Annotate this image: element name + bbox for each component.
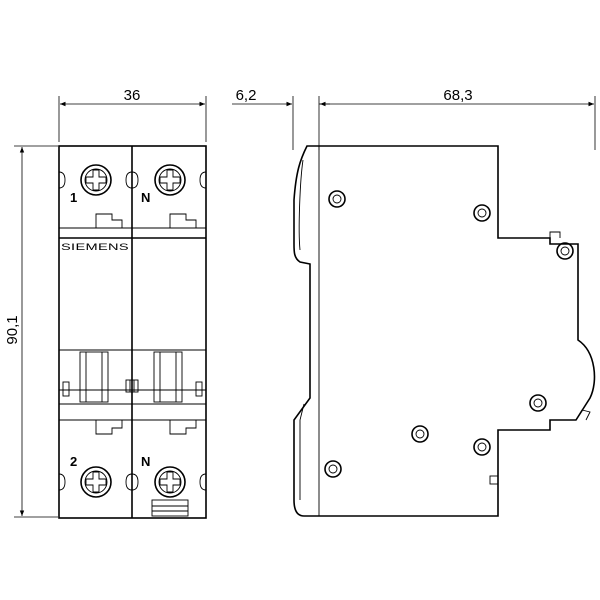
toggle-lever-area — [59, 351, 206, 405]
rivet-5 — [411, 425, 429, 443]
rivet-6 — [473, 438, 491, 456]
dimension-front-width-label: 36 — [124, 87, 141, 104]
dimension-rail-offset-label: 6,2 — [236, 87, 257, 104]
side-small-tab — [489, 475, 499, 485]
front-view: 1 N SIEMENS — [58, 145, 207, 519]
dimension-height: 90,1 — [4, 145, 58, 518]
pole-label-top-n: N — [141, 190, 150, 205]
terminal-screw-top-1 — [80, 164, 112, 196]
din-clip — [151, 499, 189, 517]
terminal-screw-bottom-n — [154, 466, 186, 498]
rivet-2 — [473, 204, 491, 222]
pole-label-bottom-2: 2 — [70, 454, 77, 469]
brand-logo-text: SIEMENS — [61, 242, 129, 252]
dimension-height-label: 90,1 — [4, 315, 21, 344]
dimension-rail-offset: 6,2 — [232, 87, 330, 150]
terminal-screw-bottom-2 — [80, 466, 112, 498]
rivet-7 — [324, 460, 342, 478]
pole-label-bottom-n: N — [141, 454, 150, 469]
dimension-front-width: 36 — [58, 87, 207, 142]
dimension-side-depth: 68,3 — [320, 87, 596, 150]
rivet-4 — [529, 394, 547, 412]
pole-label-top-1: 1 — [70, 190, 77, 205]
dimension-side-depth-label: 68,3 — [443, 87, 472, 104]
rivet-3 — [556, 242, 574, 260]
side-view — [293, 145, 596, 517]
side-outline — [293, 145, 596, 517]
rivet-1 — [328, 190, 346, 208]
terminal-screw-top-n — [154, 164, 186, 196]
